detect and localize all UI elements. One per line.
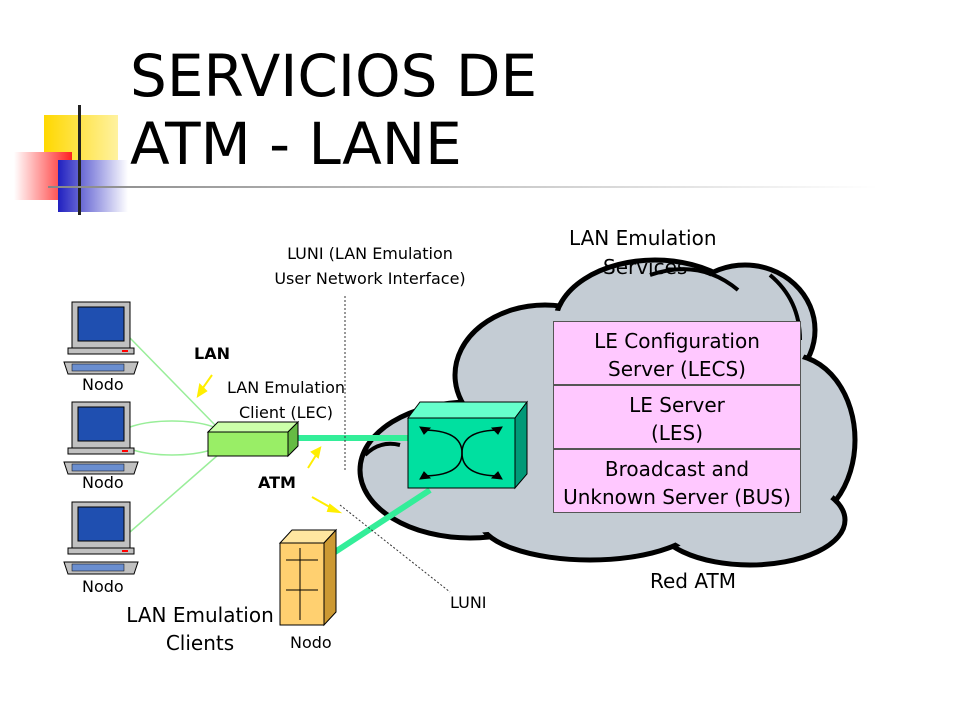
- atm-switch: [407, 400, 528, 490]
- slide-title-line1: SERVICIOS DE: [130, 42, 538, 110]
- lan-label: LAN: [194, 344, 230, 363]
- slide-title-line2: ATM - LANE: [130, 110, 462, 178]
- node-label: Nodo: [82, 473, 124, 492]
- lec-label: LAN Emulation Client (LEC): [210, 375, 362, 425]
- luni-bottom-label: LUNI: [450, 593, 487, 612]
- node-label: Nodo: [82, 577, 124, 596]
- luni-top-line2: User Network Interface): [274, 269, 466, 288]
- deco-horizontal-line: [48, 186, 878, 188]
- les-services-label: LAN Emulation Services: [555, 224, 755, 282]
- les-line1: LE Server: [629, 393, 725, 417]
- luni-top-label: LUNI (LAN Emulation User Network Interfa…: [245, 241, 495, 291]
- lec-line1: LAN Emulation: [226, 378, 345, 397]
- clients-label: LAN Emulation Clients: [115, 601, 285, 657]
- atm-label: ATM: [258, 473, 296, 492]
- node-label: Nodo: [82, 375, 124, 394]
- lecs-line2: Server (LECS): [608, 357, 746, 381]
- bus-line1: Broadcast and: [604, 457, 750, 481]
- luni-top-line1: LUNI (LAN Emulation: [287, 244, 453, 263]
- clients-line2: Clients: [165, 631, 235, 655]
- lecs-line1: LE Configuration: [594, 329, 760, 353]
- deco-vertical-line: [78, 105, 81, 215]
- les-services-line1: LAN Emulation: [569, 226, 717, 250]
- bus-line2: Unknown Server (BUS): [563, 485, 791, 509]
- lec-box: [206, 420, 300, 458]
- lecs-box: LE Configuration Server (LECS): [553, 321, 801, 385]
- computer-icon: [63, 301, 139, 375]
- les-services-line2: Services: [603, 255, 688, 279]
- lec-line2: Client (LEC): [238, 403, 334, 422]
- les-line2: (LES): [650, 421, 704, 445]
- luni-lines: [339, 296, 451, 593]
- bus-box: Broadcast and Unknown Server (BUS): [553, 449, 801, 513]
- node-label: Nodo: [290, 633, 332, 652]
- clients-line1: LAN Emulation: [126, 603, 274, 627]
- slide-title: SERVICIOS DE ATM - LANE: [130, 42, 830, 178]
- les-box: LE Server (LES): [553, 385, 801, 449]
- computer-icon: [63, 501, 139, 575]
- yellow-arrows: [196, 374, 343, 514]
- red-atm-label: Red ATM: [650, 569, 736, 593]
- computer-icon: [63, 401, 139, 475]
- tower-server: [278, 528, 338, 627]
- atm-links: [298, 435, 432, 555]
